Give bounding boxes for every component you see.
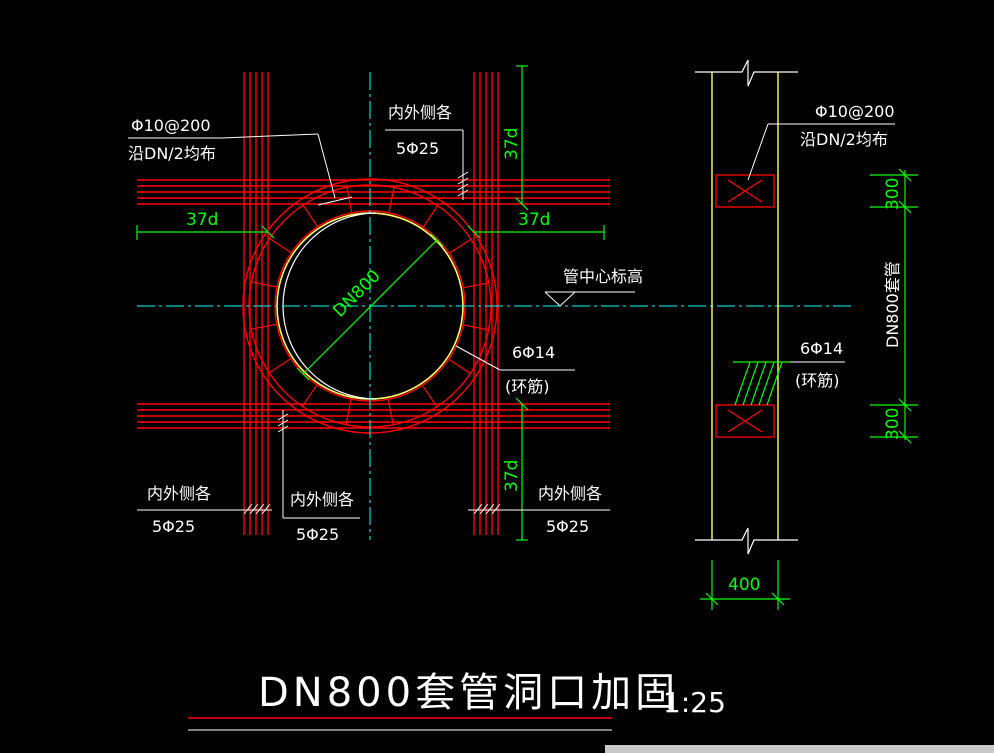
stirrup-spec: Φ10@200: [131, 116, 211, 135]
wall-outline: [711, 72, 779, 540]
bottom-right-bars: 5Φ25: [546, 517, 589, 536]
stirrup-tick: [251, 281, 278, 288]
section-vertical-dims: [870, 168, 918, 444]
drawing-scale: 1:25: [663, 686, 726, 719]
bottom-right-each-side: 内外侧各: [538, 484, 602, 503]
status-bar: [605, 745, 994, 753]
stirrup-tick: [388, 187, 395, 214]
pipe-center-elevation: 管中心标高: [563, 267, 643, 286]
section-ring-note: (环筋): [795, 371, 840, 390]
bottom-left-bars: 5Φ25: [152, 517, 195, 536]
section-dim-300-top: 300: [883, 178, 903, 210]
center-lines: [137, 72, 855, 540]
top-each-side: 内外侧各: [388, 103, 452, 122]
pipe-dn-label: DN800: [329, 266, 384, 321]
elevation-marker: [544, 291, 635, 307]
section-dim-300-bottom: 300: [883, 408, 903, 440]
horizontal-rebar-top: [137, 179, 610, 205]
stirrup-leader: [128, 133, 353, 206]
top-bars: 5Φ25: [396, 139, 439, 158]
vertical-rebar-left: [243, 72, 269, 535]
stirrup-tick: [422, 205, 439, 228]
section-cage-top: [715, 174, 775, 208]
stirrup-note: 沿DN/2均布: [128, 144, 216, 163]
stirrup-tick: [463, 282, 489, 289]
bottom-middle-each-side: 内外侧各: [290, 490, 354, 509]
anchor-37d-right: 37d: [518, 210, 550, 230]
stirrup-tick: [462, 324, 489, 331]
stirrup-tick: [346, 187, 353, 213]
sleeve-label: DN800套管: [883, 261, 902, 348]
anchor-37d-left: 37d: [186, 210, 218, 230]
stirrup-tick: [448, 358, 471, 375]
bottom-middle-leader: [277, 410, 360, 519]
bottom-right-leader: [468, 503, 610, 515]
anchor-dim-vertical: [515, 65, 529, 541]
anchor-dim-horizontal: [136, 225, 605, 240]
horizontal-rebar-bottom: [137, 403, 610, 429]
radial-stirrups: [251, 187, 489, 425]
stirrup-tick: [301, 384, 318, 407]
section-ring-bars: [733, 361, 790, 406]
anchor-37d-bottom: 37d: [502, 460, 522, 492]
ring-bars-spec: 6Φ14: [512, 343, 555, 362]
section-ring-spec: 6Φ14: [800, 339, 843, 358]
bottom-left-leader: [137, 503, 272, 515]
stirrup-tick: [422, 384, 438, 408]
vertical-rebar-right: [473, 72, 499, 535]
section-cage-bottom: [715, 404, 775, 438]
ring-bars-note: (环筋): [505, 377, 550, 396]
section-dim-400: 400: [728, 575, 760, 595]
stirrup-tick: [269, 237, 292, 254]
section-view: Φ10@200 沿DN/2均布 6Φ14 (环筋) 300 300 DN800套…: [695, 59, 918, 610]
ring-bar-leader: [455, 345, 575, 371]
section-stirrup-spec: Φ10@200: [815, 102, 895, 121]
stirrup-tick: [345, 398, 352, 425]
anchor-37d-top: 37d: [502, 128, 522, 160]
stirrup-tick: [251, 323, 277, 330]
drawing-title: DN800套管洞口加固: [258, 670, 679, 716]
drawing-title-block: DN800套管洞口加固 1:25: [188, 670, 726, 731]
break-lines: [695, 59, 798, 555]
top-bar-leader: [385, 129, 469, 200]
bottom-left-each-side: 内外侧各: [147, 484, 211, 503]
elevation-view: DN800 37d 37d 37d 37d: [128, 65, 855, 544]
section-stirrup-leader: [747, 123, 895, 181]
bottom-middle-bars: 5Φ25: [296, 525, 339, 544]
stirrup-tick: [302, 204, 318, 228]
section-width-dim: [700, 560, 790, 610]
stirrup-tick: [268, 358, 292, 374]
diameter-dimension: [296, 233, 444, 381]
section-stirrup-note: 沿DN/2均布: [800, 130, 888, 149]
stirrup-tick: [448, 238, 472, 254]
stirrup-tick: [387, 399, 394, 425]
